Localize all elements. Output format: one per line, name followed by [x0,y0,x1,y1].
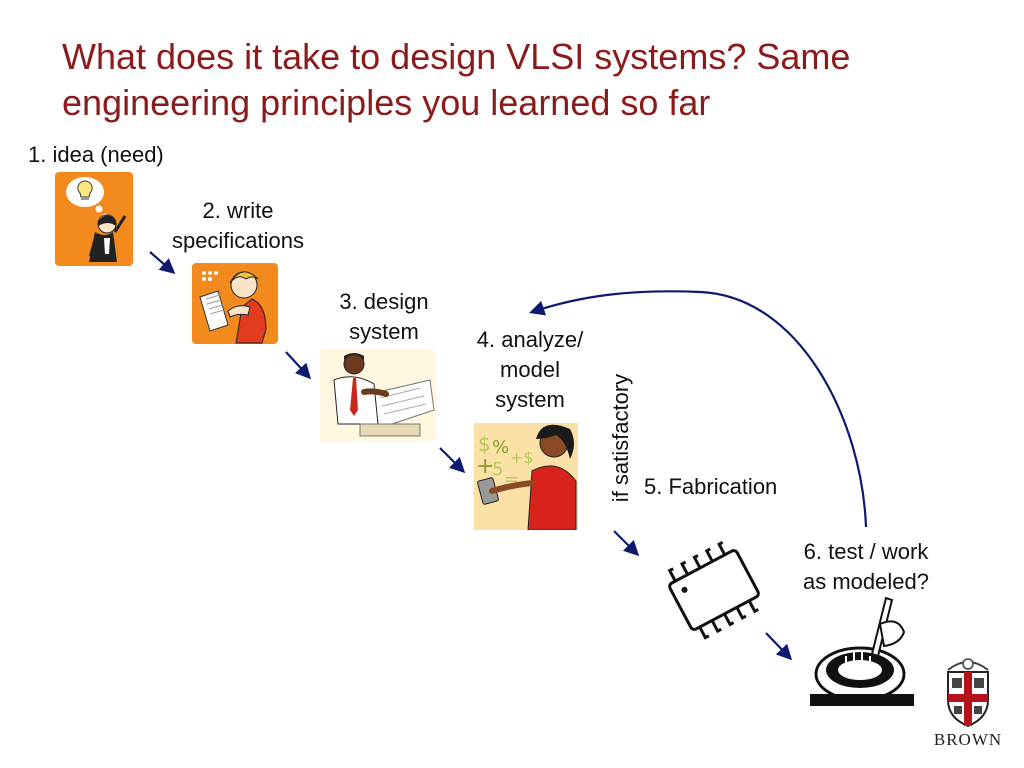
microchip-icon [667,541,760,640]
slide-title: What does it take to design VLSI systems… [62,36,851,123]
arrow-1-to-2 [149,251,176,275]
lightbulb-idea-icon [55,172,133,266]
step-3-label: 3. design system [339,289,429,344]
brown-wordmark: BROWN [933,730,1003,749]
arrow-4-to-5 [613,530,640,557]
feedback-arrow [529,290,868,528]
step-1-label: 1. idea (need) [28,142,164,167]
step-6-label: 6. test / work as modeled? [803,539,929,594]
probe-testing-icon [810,596,914,706]
step-2-label: 2. write specifications [171,198,305,253]
designer-drafting-icon [320,350,436,442]
arrow-2-to-3 [285,351,312,380]
writing-specs-icon [192,263,278,344]
calculator-analysis-icon: $ % +$ + 5 = [474,423,578,530]
brown-university-shield-icon [947,658,989,728]
step-5-label: 5. Fabrication [644,474,778,499]
svg-text:$: $ [478,432,491,456]
svg-text:+: + [476,454,494,479]
step-4-label: 4. analyze/ model system [476,327,584,412]
svg-text:5: 5 [492,459,503,480]
arrow-5-to-6 [765,632,793,661]
arrow-3-to-4 [439,447,466,474]
svg-text:+$: +$ [510,448,534,467]
svg-text:%: % [492,437,509,458]
